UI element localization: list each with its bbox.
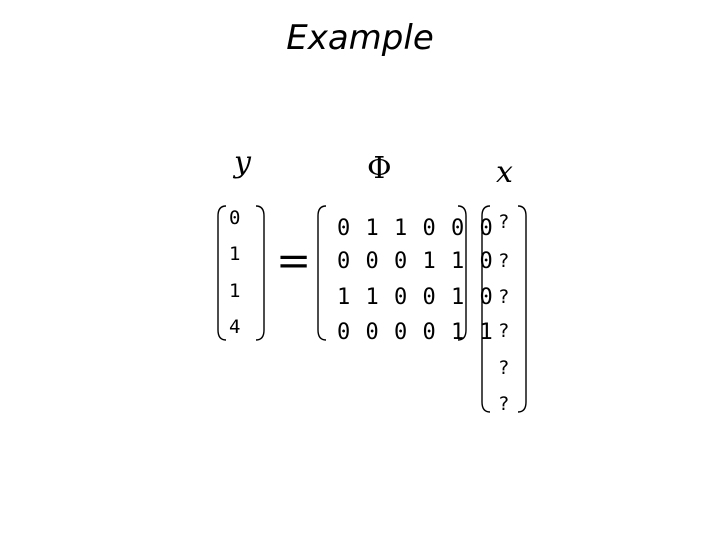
phi-row: 1 1 0 0 1 0 bbox=[337, 285, 494, 310]
x-entry: ? bbox=[498, 286, 510, 308]
y-left-bracket bbox=[217, 205, 227, 341]
phi-left-bracket bbox=[317, 205, 327, 341]
y-label: y bbox=[234, 145, 251, 180]
y-entry: 1 bbox=[229, 243, 241, 265]
y-entry: 1 bbox=[229, 280, 241, 302]
phi-row: 0 0 0 0 1 1 bbox=[337, 320, 494, 345]
x-entry: ? bbox=[498, 320, 510, 342]
x-label: x bbox=[496, 155, 513, 190]
x-entry: ? bbox=[498, 393, 510, 415]
equals-sign: = bbox=[276, 236, 312, 285]
x-entry: ? bbox=[498, 357, 510, 379]
y-right-bracket bbox=[255, 205, 265, 341]
y-entry: 4 bbox=[229, 316, 241, 338]
y-entry: 0 bbox=[229, 207, 241, 229]
phi-label: Φ bbox=[367, 151, 392, 186]
x-entry: ? bbox=[498, 211, 510, 233]
phi-row: 0 0 0 1 1 0 bbox=[337, 249, 494, 274]
slide-title: Example bbox=[286, 18, 434, 58]
phi-row: 0 1 1 0 0 0 bbox=[337, 216, 494, 241]
x-right-bracket bbox=[517, 205, 527, 413]
x-entry: ? bbox=[498, 250, 510, 272]
